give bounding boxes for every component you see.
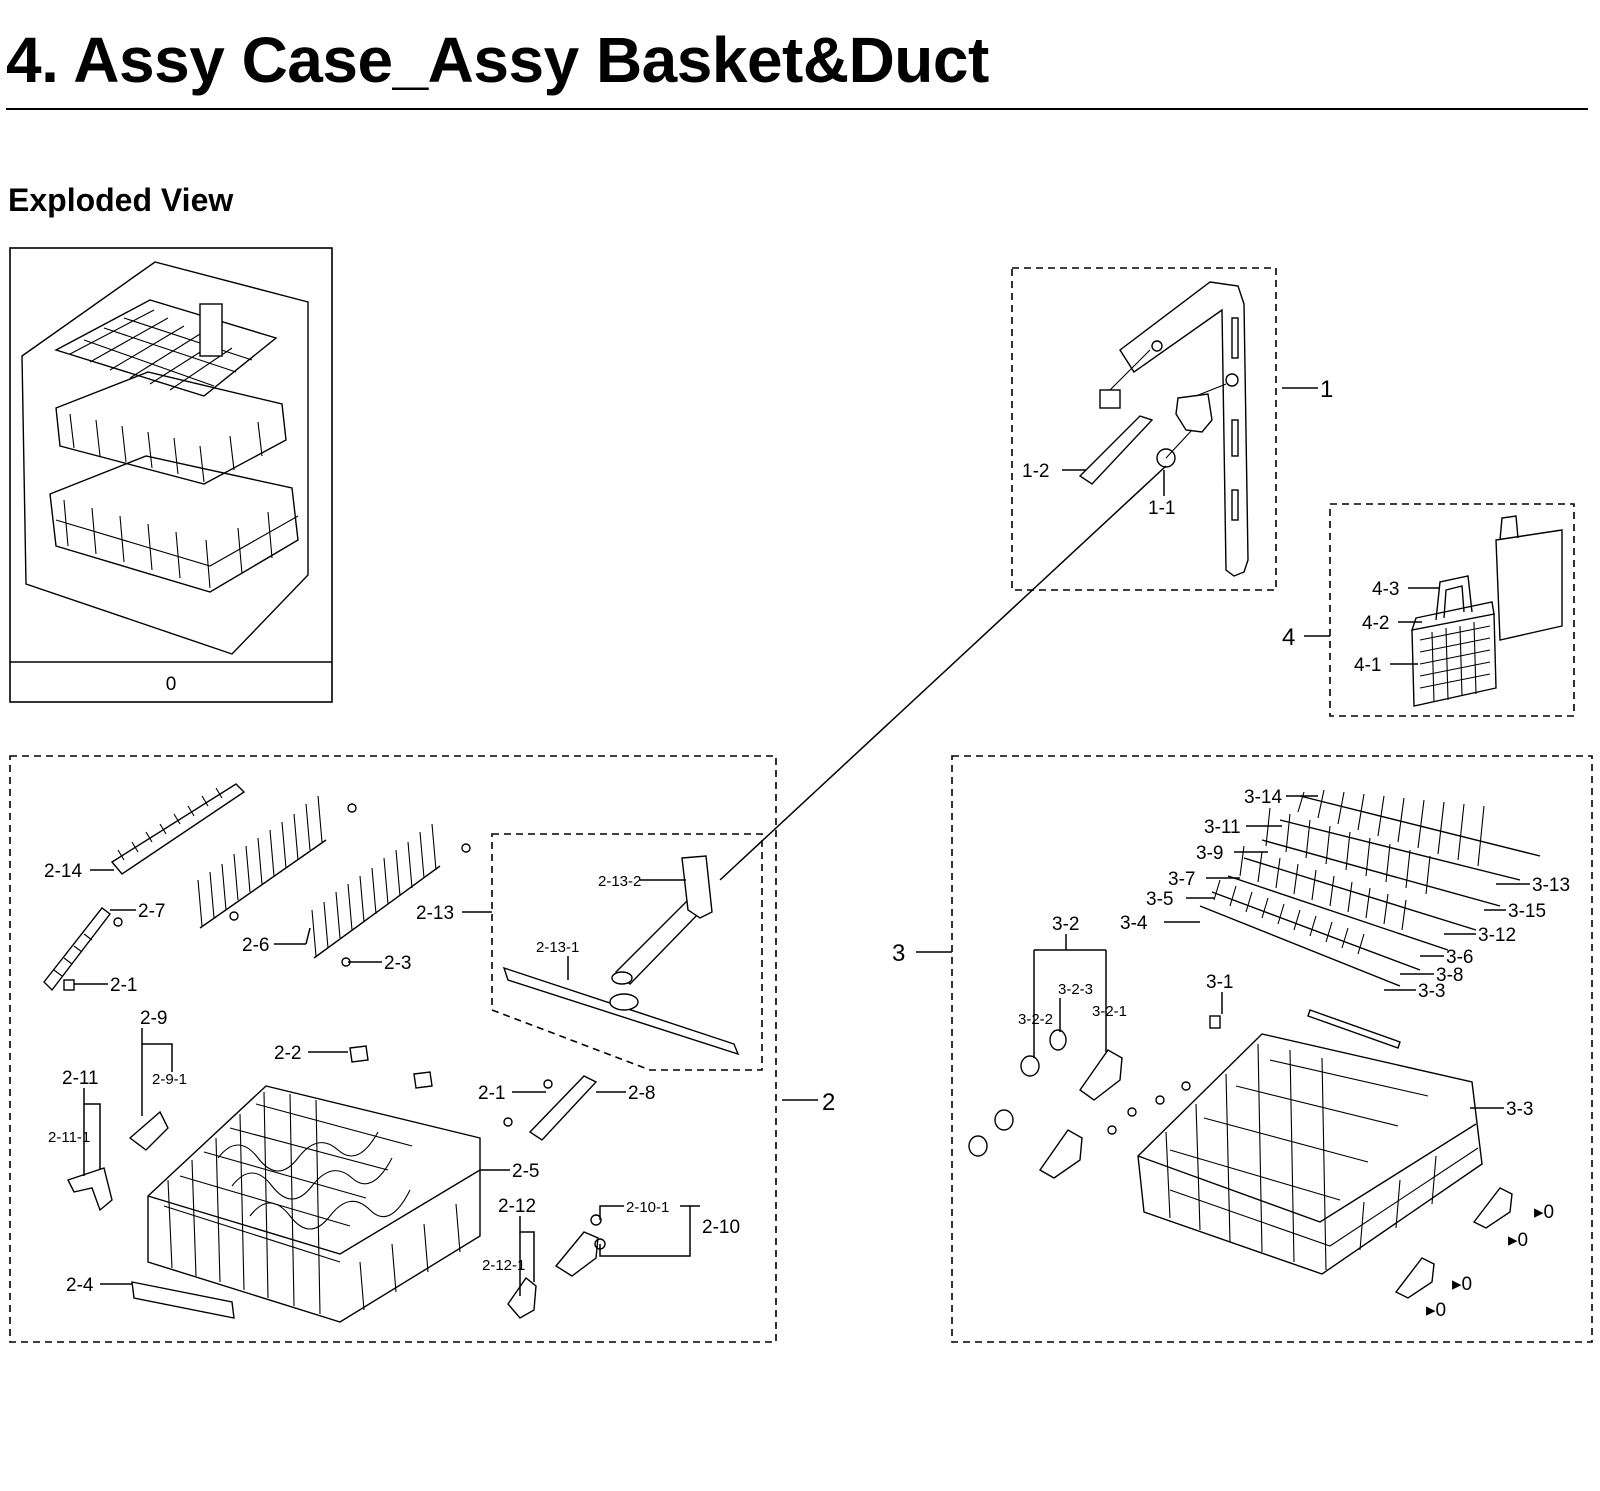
part-2-7 — [43, 907, 111, 992]
label-3-3: 3-3 — [1506, 1099, 1533, 1120]
label-2-10-1: 2-10-1 — [626, 1199, 669, 1216]
part-4-3-handle — [1435, 575, 1473, 621]
part-3-2-wheels: ▸0 ▸0 ▸0 ▸0 — [968, 1029, 1554, 1321]
group-1: 1-2 1-1 1 — [1011, 267, 1333, 591]
duct-connection-line — [719, 465, 1167, 881]
label-2-7: 2-7 — [138, 901, 165, 922]
label-4-1: 4-1 — [1354, 655, 1381, 676]
part-2-5-rack — [147, 1085, 481, 1323]
label-3-11: 3-11 — [1204, 817, 1241, 838]
part-2-4 — [131, 1281, 235, 1319]
group-4-frame — [1329, 503, 1575, 717]
title-rule — [6, 108, 1588, 110]
part-4-2-divider — [1410, 601, 1495, 631]
label-3-8: 3-8 — [1436, 965, 1463, 986]
duct-connector — [1175, 393, 1213, 433]
overview-panel: 0 — [9, 247, 333, 703]
part-2-1-left — [63, 979, 75, 991]
label-2-3: 2-3 — [384, 953, 411, 974]
part-2-2 — [349, 1045, 369, 1063]
label-2-1-left: 2-1 — [110, 975, 137, 996]
overview-upper-tray — [54, 299, 278, 397]
part-2-1-right — [543, 1079, 553, 1089]
label-4-3: 4-3 — [1372, 579, 1399, 600]
part-2-12 — [507, 1276, 537, 1319]
part-2-13-2-arm-duct — [614, 899, 704, 985]
label-3-13: 3-13 — [1532, 875, 1570, 896]
subgroup-2-13-frame — [491, 833, 763, 1071]
group-2: 2-14 2-7 2-1 2-6 2-3 2-13 2-13-2 2-13-1 … — [9, 755, 835, 1343]
group-4: 4-3 4-2 4-1 4 — [1282, 503, 1575, 717]
label-3-2-3: 3-2-3 — [1058, 981, 1093, 998]
overview-caption: 0 — [166, 674, 177, 695]
part-2-8-rail — [528, 1075, 598, 1141]
svg-text:▸0: ▸0 — [1426, 1300, 1446, 1321]
overview-duct — [199, 303, 223, 357]
overview-frame — [9, 247, 333, 703]
label-3-9: 3-9 — [1196, 843, 1223, 864]
page-title: 4. Assy Case_Assy Basket&Duct — [6, 24, 989, 96]
part-3-1-bar — [1307, 1009, 1401, 1049]
overview-middle-basket — [55, 371, 287, 485]
label-2-6: 2-6 — [242, 935, 269, 956]
group-3: ▸0 ▸0 ▸0 ▸0 3-14 3-11 3-9 3-7 3-5 3-4 — [892, 755, 1593, 1343]
label-3-10: 3-6 — [1446, 947, 1473, 968]
svg-text:▸0: ▸0 — [1508, 1230, 1528, 1251]
label-2-13: 2-13 — [416, 903, 454, 924]
label-3-2-1: 3-2-1 — [1092, 1003, 1127, 1020]
label-3-5: 3-5 — [1146, 889, 1173, 910]
label-2-11-1: 2-11-1 — [48, 1129, 90, 1146]
svg-text:▸0: ▸0 — [1534, 1202, 1554, 1223]
label-2-12: 2-12 — [498, 1196, 536, 1217]
label-2-13-2: 2-13-2 — [598, 873, 641, 890]
group-3-label: 3 — [892, 940, 905, 967]
label-2-10: 2-10 — [702, 1217, 740, 1238]
label-2-11: 2-11 — [62, 1068, 99, 1089]
section-heading: Exploded View — [8, 182, 234, 218]
tine-assembly — [1199, 789, 1541, 987]
group-2-label: 2 — [822, 1089, 835, 1116]
group-3-frame — [951, 755, 1593, 1343]
label-3-14: 3-14 — [1244, 787, 1282, 808]
part-2-14 — [110, 783, 246, 875]
label-2-1-right: 2-1 — [478, 1083, 505, 1104]
part-2-13-1-spray-arm — [502, 966, 740, 1056]
part-2-10 — [554, 1231, 599, 1277]
group-4-label: 4 — [1282, 624, 1295, 651]
label-1-1: 1-1 — [1148, 498, 1175, 519]
label-2-14: 2-14 — [44, 861, 82, 882]
label-2-2: 2-2 — [274, 1043, 301, 1064]
group-1-label: 1 — [1320, 376, 1333, 403]
label-2-9: 2-9 — [140, 1008, 167, 1029]
part-2-9 — [128, 1110, 169, 1151]
label-3-7: 3-7 — [1168, 869, 1195, 890]
overview-lower-basket — [49, 455, 299, 593]
group-1-frame — [1011, 267, 1277, 591]
cutlery-basket-rear — [1495, 529, 1563, 641]
label-4-2: 4-2 — [1362, 613, 1389, 634]
label-1-2: 1-2 — [1022, 461, 1049, 482]
part-1-2-holder — [1078, 415, 1154, 485]
label-3-12: 3-12 — [1478, 925, 1516, 946]
label-2-9-1: 2-9-1 — [152, 1071, 187, 1088]
svg-text:▸0: ▸0 — [1452, 1274, 1472, 1295]
label-3-4: 3-4 — [1120, 913, 1148, 934]
label-3-1: 3-1 — [1206, 972, 1233, 993]
label-2-12-1: 2-12-1 — [482, 1257, 525, 1274]
label-3-15: 3-15 — [1508, 901, 1546, 922]
duct-pipe — [1119, 281, 1249, 577]
part-2-11 — [67, 1167, 113, 1212]
label-2-8: 2-8 — [628, 1083, 655, 1104]
label-2-5: 2-5 — [512, 1161, 539, 1182]
label-3-6: 3-3 — [1418, 981, 1445, 1002]
label-3-2-2: 3-2-2 — [1018, 1011, 1053, 1028]
part-2-6 — [199, 839, 327, 929]
group-2-frame — [9, 755, 777, 1343]
part-3-3-basket — [1137, 1033, 1483, 1275]
label-3-2: 3-2 — [1052, 914, 1079, 935]
label-2-4: 2-4 — [66, 1275, 94, 1296]
label-2-13-1: 2-13-1 — [536, 939, 579, 956]
overview-cabinet-outline — [21, 261, 309, 655]
